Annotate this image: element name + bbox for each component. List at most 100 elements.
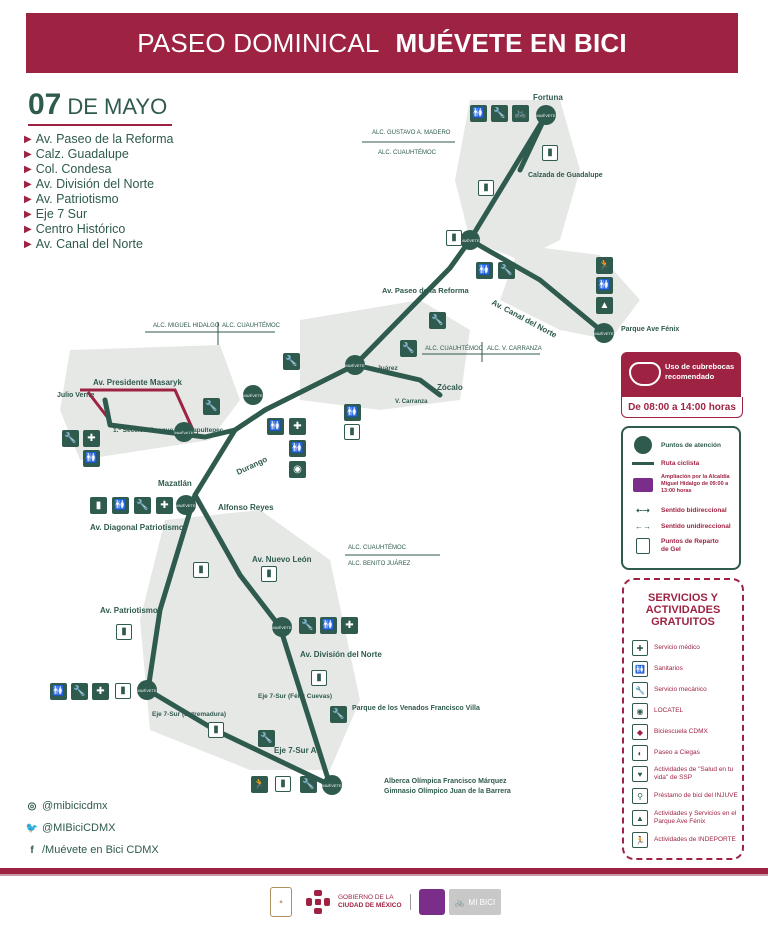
service-item: ◉LOCATEL bbox=[632, 703, 738, 719]
service-item: 🔧Servicio mecánico bbox=[632, 682, 738, 698]
title-thin: PASEO DOMINICAL bbox=[137, 27, 380, 58]
instagram-icon: ◎ bbox=[27, 800, 37, 812]
alcaldia-cuauhtemoc: ALC. CUAUHTÉMOC bbox=[348, 544, 407, 551]
wrench-icon: 🔧 bbox=[203, 398, 220, 415]
extension-route bbox=[80, 388, 195, 431]
wrench-icon: 🔧 bbox=[330, 706, 347, 723]
triangle-icon: ▶ bbox=[24, 239, 32, 250]
svg-text:MUÉVETE: MUÉVETE bbox=[536, 113, 556, 118]
face-mask-icon bbox=[629, 362, 661, 386]
hours-badge: De 08:00 a 14:00 horas bbox=[621, 397, 743, 418]
toilet-icon: 🚻 bbox=[50, 683, 67, 700]
service-item: 🚻Sanitarios bbox=[632, 661, 738, 677]
medical-icon: ✚ bbox=[341, 617, 358, 634]
route-item: ▶Av. Paseo de la Reforma bbox=[24, 132, 174, 146]
label-gimnasio: Gimnasio Olímpico Juan de la Barrera bbox=[384, 788, 511, 795]
toilet-icon: 🚻 bbox=[476, 262, 493, 279]
gel-icon: ▮ bbox=[90, 497, 107, 514]
bike-loan-icon: ⚲ bbox=[632, 788, 648, 804]
twitter-icon: 🐦 bbox=[25, 822, 39, 834]
city-seal-icon: ✦ bbox=[270, 887, 292, 917]
label-mazatlan: Mazatlán bbox=[158, 479, 192, 488]
locatel-icon: ◉ bbox=[289, 461, 306, 478]
social-facebook[interactable]: f /Muévete en Bici CDMX bbox=[26, 844, 158, 856]
station-fenix[interactable]: MUÉVETE bbox=[594, 323, 614, 343]
toilet-icon: 🚻 bbox=[267, 418, 284, 435]
footer-logos: ✦ GOBIERNO DE LA CIUDAD DE MÉXICO 🚲 MI B… bbox=[270, 884, 502, 920]
gel-icon: ▮ bbox=[275, 776, 291, 792]
triangle-icon: ▶ bbox=[24, 209, 32, 220]
legend-bidireccional: ⇠⇢ Sentido bidireccional bbox=[631, 506, 726, 515]
label-durango: Durango bbox=[235, 455, 269, 477]
station-reforma[interactable]: MUÉVETE bbox=[460, 230, 480, 250]
gel-icon: ▮ bbox=[115, 683, 131, 699]
gov-text: GOBIERNO DE LA CIUDAD DE MÉXICO bbox=[338, 894, 411, 910]
station-chapultepec[interactable]: MUÉVETE bbox=[174, 422, 194, 442]
label-diagonal: Av. Diagonal Patriotismo bbox=[90, 523, 184, 532]
wrench-icon: 🔧 bbox=[498, 262, 515, 279]
route-item: ▶Calz. Guadalupe bbox=[24, 147, 129, 161]
alcaldia-venustiano-carranza: ALC. V. CARRANZA bbox=[487, 346, 542, 352]
alcaldia-cuauhtemoc: ALC. CUAUHTÉMOC bbox=[378, 149, 437, 156]
station-alberca[interactable]: MUÉVETE bbox=[322, 775, 342, 795]
station-angel[interactable]: MUÉVETE bbox=[243, 385, 263, 405]
station-extremadura[interactable]: MUÉVETE bbox=[137, 680, 157, 700]
station-fortuna[interactable]: MUÉVETE bbox=[536, 105, 556, 125]
title-bold: MUÉVETE EN BICI bbox=[395, 27, 627, 58]
alcaldia-cuauhtemoc: ALC. CUAUHTÉMOC bbox=[425, 345, 484, 352]
label-alfonso-reyes: Alfonso Reyes bbox=[218, 503, 274, 512]
date-day: 07 bbox=[28, 88, 62, 121]
bike-icon: 🚲 bbox=[454, 897, 465, 907]
wrench-icon: 🔧 bbox=[299, 617, 316, 634]
legend-atencion: Puntos de atención bbox=[631, 436, 721, 454]
gel-icon: ▮ bbox=[542, 145, 558, 161]
medical-icon: ✚ bbox=[83, 430, 100, 447]
route-item: ▶Eje 7 Sur bbox=[24, 207, 88, 221]
gel-icon: ▮ bbox=[208, 722, 224, 738]
social-twitter[interactable]: 🐦 @MIBiciCDMX bbox=[25, 822, 116, 834]
park-icon: ▲ bbox=[632, 810, 648, 826]
alcaldia-labels: ALC. GUSTAVO A. MADERO ALC. CUAUHTÉMOC A… bbox=[153, 130, 542, 567]
svg-text:MUÉVETE: MUÉVETE bbox=[272, 625, 292, 630]
cdmx-logo-icon bbox=[304, 888, 332, 916]
route-item: ▶Av. Canal del Norte bbox=[24, 237, 143, 251]
label-fortuna: Fortuna bbox=[533, 93, 563, 102]
wrench-icon: 🔧 bbox=[134, 497, 151, 514]
svg-text:MUÉVETE: MUÉVETE bbox=[460, 238, 480, 243]
facebook-icon: f bbox=[30, 844, 34, 856]
map-block-south bbox=[140, 510, 360, 770]
station-juarez[interactable]: MUÉVETE bbox=[345, 355, 365, 375]
label-venados: Parque de los Venados Francisco Villa bbox=[352, 705, 480, 712]
route-item: ▶Col. Condesa bbox=[24, 162, 112, 176]
boundaries bbox=[145, 141, 540, 556]
service-item: ◐Paseo a Ciegas bbox=[632, 745, 738, 761]
wrench-icon: 🔧 bbox=[62, 430, 79, 447]
services-title: SERVICIOS Y ACTIVIDADES GRATUITOS bbox=[645, 592, 721, 628]
label-zocalo: Zócalo bbox=[437, 383, 463, 392]
alcaldia-cuauhtemoc: ALC. CUAUHTÉMOC bbox=[222, 322, 281, 329]
services-panel: SERVICIOS Y ACTIVIDADES GRATUITOS ✚Servi… bbox=[622, 578, 744, 860]
label-alberca: Alberca Olímpica Francisco Márquez bbox=[384, 778, 507, 785]
gel-icon: ▮ bbox=[116, 624, 132, 640]
route-list: ▶Av. Paseo de la Reforma ▶Calz. Guadalup… bbox=[24, 132, 174, 252]
svg-text:MUÉVETE: MUÉVETE bbox=[345, 363, 365, 368]
service-item: ▲Actividades y Servicios en el Parque Av… bbox=[632, 810, 738, 826]
toilet-icon: 🚻 bbox=[83, 450, 100, 467]
wrench-icon: 🔧 bbox=[491, 105, 508, 122]
gel-icon bbox=[636, 538, 650, 554]
label-calzada: Calzada de Guadalupe bbox=[528, 172, 603, 179]
station-division[interactable]: MUÉVETE bbox=[272, 617, 292, 637]
bidirectional-arrow-icon: ⇠⇢ bbox=[636, 506, 650, 515]
wrench-icon: 🔧 bbox=[71, 683, 88, 700]
svg-text:MUÉVETE: MUÉVETE bbox=[137, 688, 157, 693]
station-mazatlan[interactable]: MUÉVETE bbox=[176, 495, 196, 515]
triangle-icon: ▶ bbox=[24, 179, 32, 190]
toilet-icon: 🚻 bbox=[470, 105, 487, 122]
route-line-icon bbox=[632, 462, 654, 465]
legend-gel: Puntos de Reparto de Gel bbox=[631, 538, 735, 554]
social-instagram[interactable]: ◎ @mibicicdmx bbox=[27, 800, 108, 812]
date-month: DE MAYO bbox=[67, 94, 168, 119]
map-blocks bbox=[60, 100, 640, 770]
